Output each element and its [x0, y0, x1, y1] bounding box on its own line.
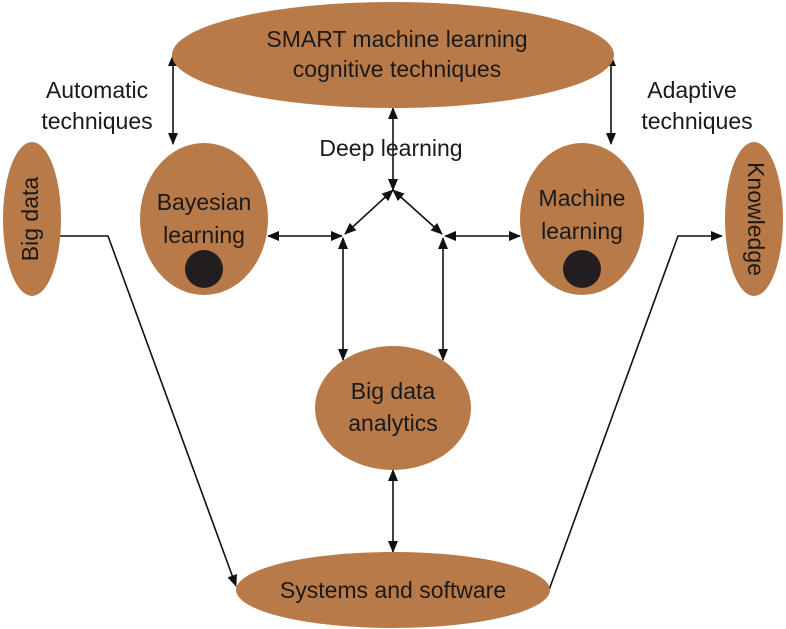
- node-big-data-label: Big data: [17, 177, 43, 262]
- node-systems-software: Systems and software: [236, 552, 550, 628]
- node-machine-learning: Machine learning: [520, 143, 644, 295]
- node-machine-line2: learning: [541, 218, 623, 244]
- node-bayesian-line2: learning: [163, 222, 245, 248]
- edge-deep-hub-right: [392, 189, 443, 235]
- label-deep-learning: Deep learning: [319, 135, 462, 161]
- label-adaptive-line2: techniques: [641, 108, 752, 134]
- node-bayesian-dot: [185, 250, 223, 288]
- label-automatic-techniques: Automatic techniques: [41, 77, 152, 134]
- node-machine-line1: Machine: [539, 185, 626, 211]
- node-knowledge-label: Knowledge: [743, 162, 769, 276]
- node-big-data-analytics: Big data analytics: [315, 346, 471, 470]
- node-machine-dot: [563, 250, 601, 288]
- node-systems-label: Systems and software: [280, 577, 506, 603]
- node-analytics-line1: Big data: [351, 378, 436, 404]
- edge-systems-knowledge: [548, 231, 723, 591]
- edge-deep-hub-left: [344, 189, 394, 235]
- node-smart-line2: cognitive techniques: [293, 56, 501, 82]
- edges: [60, 54, 723, 591]
- node-smart-line1: SMART machine learning: [266, 26, 527, 52]
- node-big-data: Big data: [3, 142, 61, 296]
- label-automatic-line1: Automatic: [46, 77, 148, 103]
- edge-bigdata-systems: [60, 235, 237, 587]
- node-bayesian-line1: Bayesian: [157, 189, 252, 215]
- label-automatic-line2: techniques: [41, 108, 152, 134]
- label-adaptive-line1: Adaptive: [647, 77, 737, 103]
- node-knowledge: Knowledge: [725, 142, 783, 296]
- node-bayesian-learning: Bayesian learning: [140, 143, 268, 295]
- node-smart: SMART machine learning cognitive techniq…: [172, 2, 614, 108]
- label-adaptive-techniques: Adaptive techniques: [641, 77, 752, 134]
- node-analytics-line2: analytics: [348, 410, 437, 436]
